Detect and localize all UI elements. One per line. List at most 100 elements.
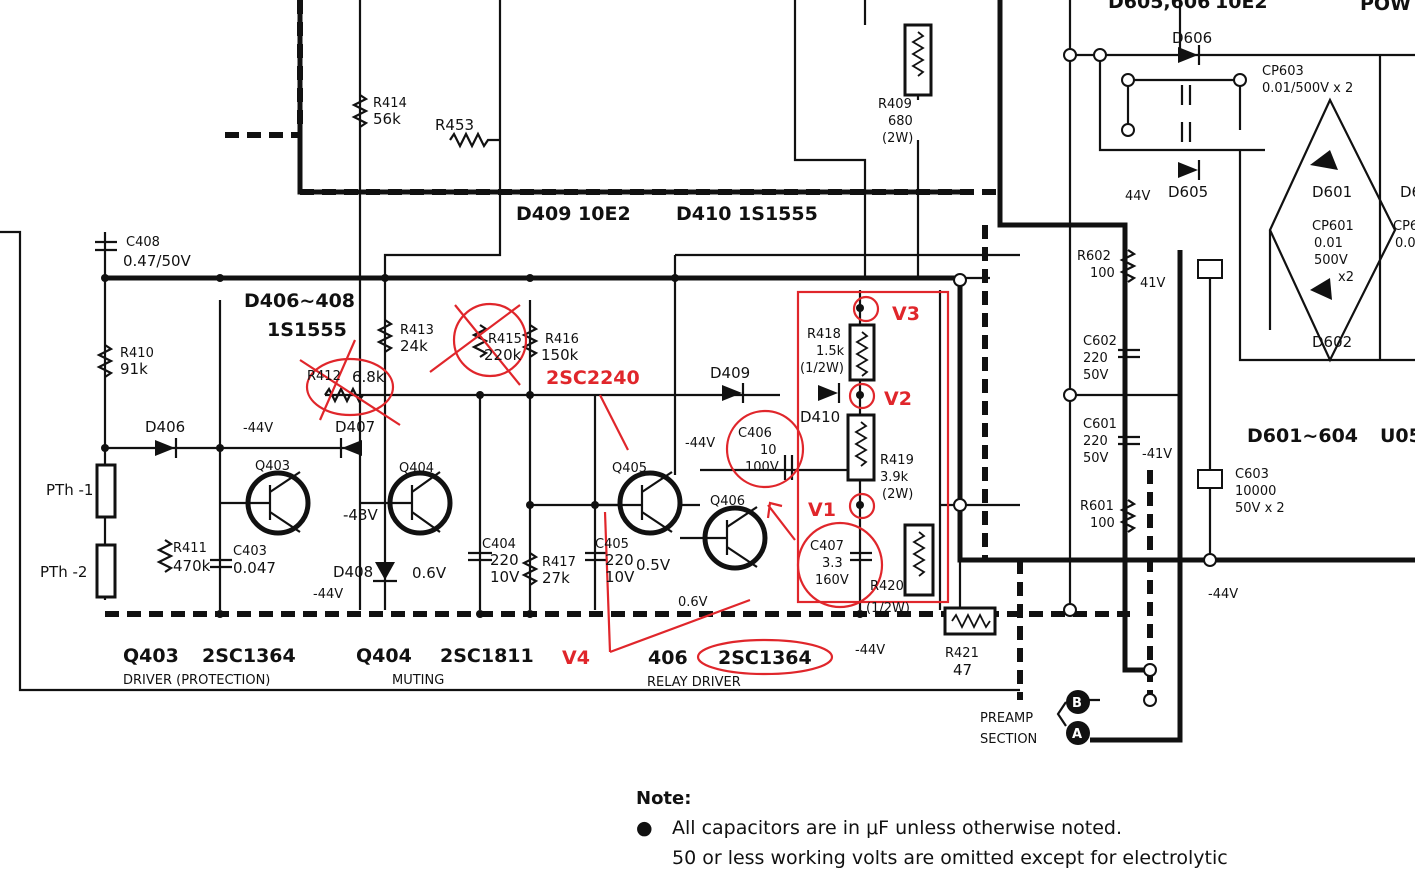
note-line-1: ● All capacitors are in μF unless otherwi… — [636, 817, 1228, 839]
voltage-ground-left: -44V — [313, 587, 343, 602]
c407-ring — [796, 521, 884, 609]
junction-dots — [101, 274, 864, 618]
c602-value: 220 — [1083, 351, 1108, 366]
c404-ref: C404 — [482, 537, 516, 552]
pth2-label: PTh -2 — [40, 563, 87, 581]
d407-label: D407 — [335, 418, 375, 436]
resistor-r453 — [449, 131, 500, 149]
pth1-label: PTh -1 — [46, 481, 93, 499]
components: B A — [95, 23, 1338, 745]
capacitor-c403 — [210, 558, 232, 569]
resistor-r419 — [846, 413, 876, 482]
q403-type-label: 2SC1364 — [202, 645, 296, 667]
r421-ref: R421 — [945, 646, 979, 661]
q404-label: Q404 — [399, 461, 434, 476]
r453-ref: R453 — [435, 116, 474, 134]
voltage-q403-base: -44V — [243, 421, 273, 436]
capacitor-c408 — [95, 240, 117, 252]
q404-bottom-label: Q404 — [356, 645, 412, 667]
r415-ring — [452, 302, 528, 378]
r421-value: 47 — [953, 661, 972, 679]
c603-value: 10000 — [1235, 484, 1276, 499]
resistor-r413 — [376, 319, 394, 353]
note-line-1-text: All capacitors are in μF unless otherwis… — [672, 817, 1122, 839]
preamp-label: PREAMP — [980, 711, 1033, 726]
diode-d605 — [1178, 160, 1201, 180]
resistor-r602 — [1119, 249, 1137, 283]
d409-type-label: D409 10E2 — [516, 203, 631, 225]
r419-ref: R419 — [880, 453, 914, 468]
capacitor-c602 — [1118, 348, 1140, 359]
red-annotations — [299, 290, 950, 676]
q406-type-label: 2SC1364 — [718, 647, 812, 669]
r417-value: 27k — [542, 569, 570, 587]
r416-ref: R416 — [545, 332, 579, 347]
voltage-q404: -43V — [343, 506, 378, 524]
resistor-r418 — [848, 323, 876, 382]
q405-label: Q405 — [612, 461, 647, 476]
d410-label: D410 — [800, 408, 840, 426]
voltage-q406-vbe: 0.6V — [678, 595, 708, 610]
resistor-r414 — [351, 94, 369, 128]
r413-ref: R413 — [400, 323, 434, 338]
r412-cross — [299, 339, 401, 426]
c403-value: 0.047 — [233, 559, 276, 577]
voltage-q405-vbe: 0.5V — [636, 556, 671, 574]
resistor-r421 — [943, 606, 997, 636]
diode-d409 — [722, 383, 745, 403]
r419-rating: (2W) — [882, 487, 913, 502]
open-terminals — [953, 48, 1247, 707]
q406-role-label: RELAY DRIVER — [647, 675, 741, 690]
q406-type-ring — [696, 638, 834, 676]
c404-value: 220 — [490, 551, 519, 569]
r416-value: 150k — [541, 346, 579, 364]
d406-label: D406 — [145, 418, 185, 436]
q406-label: Q406 — [710, 494, 745, 509]
resistor-r409 — [903, 23, 933, 97]
u05-label: U05 — [1380, 425, 1415, 447]
voltage-minus-44: -44V — [1208, 587, 1238, 602]
voltage-plus-41: 41V — [1140, 276, 1166, 291]
q405-type-annotation: 2SC2240 — [546, 367, 640, 389]
q406-bottom-label: 406 — [648, 647, 688, 669]
cp60x-value: 0.0 — [1395, 236, 1415, 251]
resistor-r411 — [156, 539, 174, 573]
resistor-r410 — [96, 344, 114, 378]
v1-label: V1 — [808, 499, 836, 521]
c407-value: 3.3 — [822, 556, 843, 571]
r601-value: 100 — [1090, 516, 1115, 531]
c408-ref: C408 — [126, 235, 160, 250]
note-bullet: ● — [636, 817, 653, 839]
labels: D605,606 10E2 POW D409 10E2 D410 1S1555 … — [40, 0, 1415, 747]
c407-arrow — [766, 501, 796, 541]
d605-606-type: 10E2 — [1215, 0, 1268, 13]
d6x-label: D6 — [1400, 183, 1415, 201]
cp603-value: 0.01/500V x 2 — [1262, 81, 1353, 96]
diode-d602 — [1310, 278, 1332, 300]
diode-d408 — [373, 562, 397, 583]
r412-value: 6.8k — [352, 368, 385, 386]
transistor-q404 — [360, 470, 453, 536]
v2-ring — [848, 382, 876, 410]
d601-label: D601 — [1312, 183, 1352, 201]
d605-label: D605 — [1168, 183, 1208, 201]
voltage-top-rail: 44V — [1125, 189, 1151, 204]
c406-value: 10 — [760, 443, 777, 458]
transistor-q406 — [680, 505, 768, 571]
v1-ring — [848, 492, 876, 520]
thermistor-pth1 — [95, 463, 117, 519]
q404-type-label: 2SC1811 — [440, 645, 534, 667]
capacitor-c404 — [468, 551, 492, 562]
r418-ref: R418 — [807, 327, 841, 342]
cp603-ref: CP603 — [1262, 64, 1304, 79]
c405-voltage: 10V — [605, 568, 635, 586]
note-title: Note: — [636, 788, 692, 809]
r412-ring — [305, 357, 395, 417]
c601-value: 220 — [1083, 434, 1108, 449]
diode-d407 — [339, 438, 362, 458]
d606-label: D606 — [1172, 29, 1212, 47]
voltage-q404-vbe: 0.6V — [412, 564, 447, 582]
c601-voltage: 50V — [1083, 451, 1109, 466]
v3-label: V3 — [892, 303, 920, 325]
